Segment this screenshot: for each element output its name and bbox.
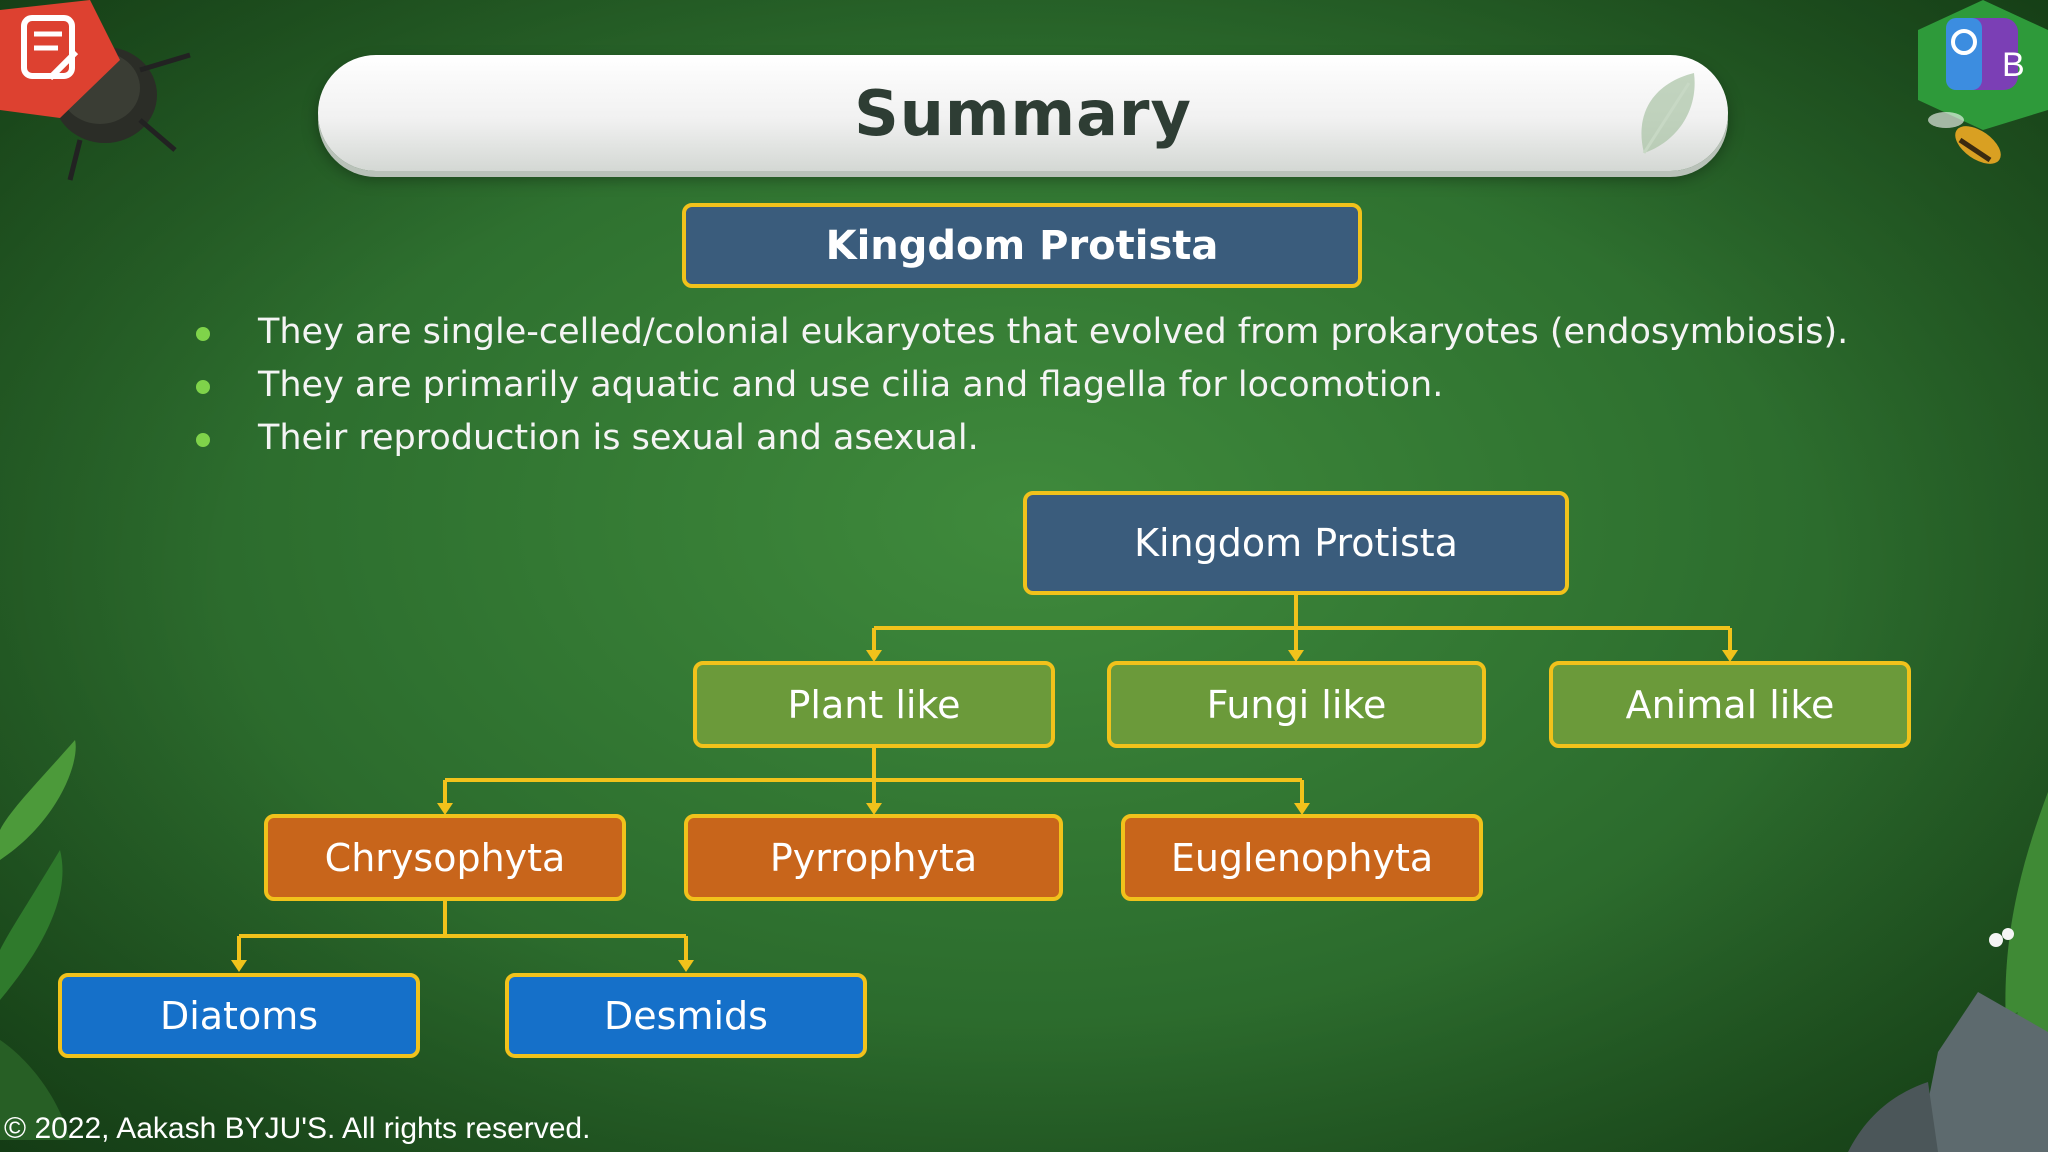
node-label: Fungi like: [1206, 682, 1387, 727]
node-fungi-like: Fungi like: [1107, 661, 1486, 748]
node-label: Desmids: [604, 993, 768, 1038]
node-euglenophyta: Euglenophyta: [1121, 814, 1483, 901]
bullet-icon: [196, 327, 210, 341]
bullet-text: They are single-celled/colonial eukaryot…: [258, 312, 1849, 352]
node-animal-like: Animal like: [1549, 661, 1911, 748]
leaf-icon: [1641, 73, 1695, 154]
bullet-icon: [196, 433, 210, 447]
section-heading-box: Kingdom Protista: [682, 203, 1362, 288]
bullet-text: Their reproduction is sexual and asexual…: [258, 418, 979, 458]
title-banner: Summary: [318, 55, 1728, 171]
bullet-text: They are primarily aquatic and use cilia…: [258, 365, 1444, 405]
node-label: Chrysophyta: [324, 835, 566, 880]
node-pyrrophyta: Pyrrophyta: [684, 814, 1063, 901]
bullet-icon: [196, 380, 210, 394]
bullet-item: Their reproduction is sexual and asexual…: [190, 412, 1848, 465]
bullet-item: They are primarily aquatic and use cilia…: [190, 359, 1848, 412]
node-label: Kingdom Protista: [1134, 521, 1458, 565]
bullet-item: They are single-celled/colonial eukaryot…: [190, 306, 1848, 359]
node-label: Animal like: [1625, 682, 1835, 727]
page-title: Summary: [854, 76, 1192, 150]
node-label: Pyrrophyta: [769, 835, 978, 880]
node-kingdom-protista: Kingdom Protista: [1023, 491, 1569, 595]
node-label: Diatoms: [159, 993, 319, 1038]
node-chrysophyta: Chrysophyta: [264, 814, 626, 901]
node-plant-like: Plant like: [693, 661, 1055, 748]
node-diatoms: Diatoms: [58, 973, 420, 1058]
bullet-list: They are single-celled/colonial eukaryot…: [190, 306, 1848, 465]
copyright-footer: © 2022, Aakash BYJU'S. All rights reserv…: [4, 1112, 591, 1145]
node-label: Plant like: [787, 682, 961, 727]
node-desmids: Desmids: [505, 973, 867, 1058]
node-label: Euglenophyta: [1170, 835, 1434, 880]
section-heading: Kingdom Protista: [825, 222, 1219, 269]
